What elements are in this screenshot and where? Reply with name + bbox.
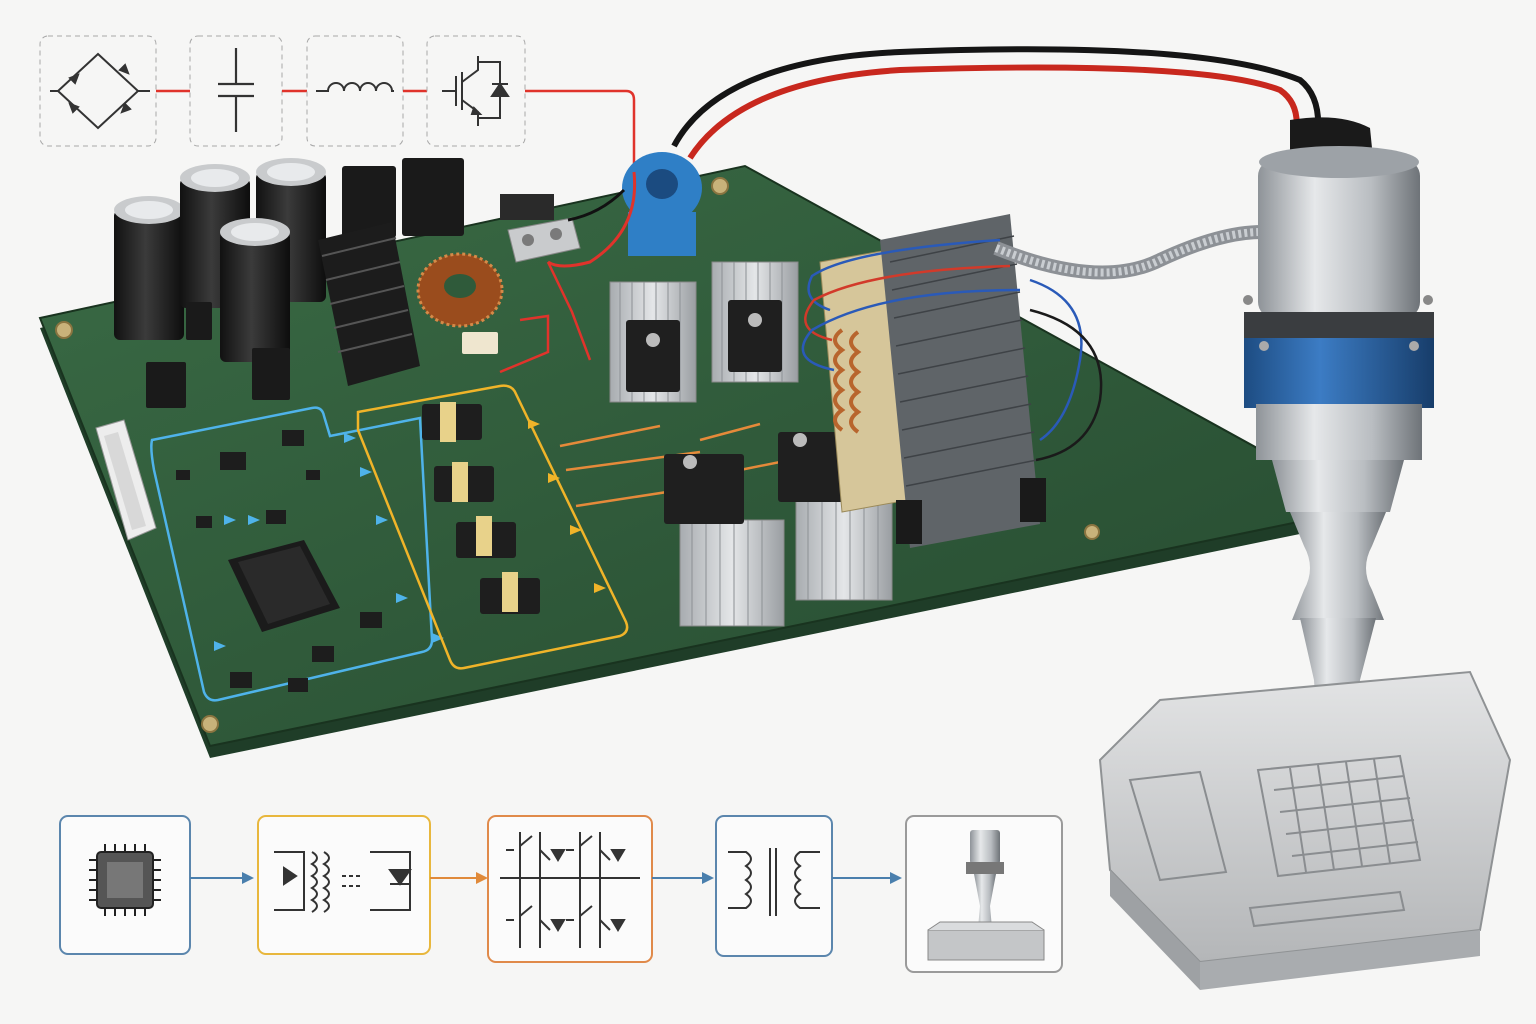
microcontroller-chip (228, 540, 340, 632)
edge-connector (95, 419, 157, 541)
toroid-inductor (416, 252, 504, 354)
input-capacitors (114, 158, 326, 362)
output-cables (671, 46, 1322, 280)
ultrasonic-transducer (1243, 117, 1434, 761)
capacitor-icon (218, 48, 254, 132)
capacitor-block (189, 35, 283, 147)
top-schematic-chain (39, 35, 636, 170)
block-frame-3 (715, 815, 833, 957)
igbt-bridge-block (487, 815, 653, 963)
dc-link-trace (525, 89, 636, 170)
transformer-icon (728, 848, 820, 916)
chain-arrow-3 (832, 872, 902, 884)
gate-driver-zone (356, 384, 629, 670)
inductor-icon (316, 82, 394, 92)
bottom-signal-chain (59, 815, 1063, 973)
microcontroller-icon (89, 844, 161, 916)
gate-driver-isolation-icon (274, 851, 412, 913)
igbt-icon (442, 56, 510, 126)
igbt-block (426, 35, 526, 147)
welder-block (905, 815, 1063, 973)
control-smd-parts (176, 430, 382, 692)
transformer-block (715, 815, 833, 957)
chain-arrow-0 (190, 872, 254, 884)
relay-blocks (146, 158, 464, 408)
igbt-module-2 (711, 261, 799, 383)
gate-driver-stages (422, 402, 540, 614)
workpiece-grid (1256, 754, 1422, 878)
control-signal-arrows (214, 433, 444, 651)
power-terminal (500, 194, 581, 263)
black-heatsink (318, 222, 420, 386)
transformer-winding (833, 328, 862, 434)
driver-signal-arrows (528, 419, 606, 593)
igbt-bridge-icon (500, 832, 640, 948)
ultrasonic-welder-icon (927, 830, 1045, 961)
block-frame-2 (487, 815, 653, 963)
control-zone (150, 406, 444, 702)
igbt-module-3 (664, 454, 785, 627)
gate-driver-block (257, 815, 431, 955)
plastic-workpiece (1098, 670, 1512, 990)
output-transformer (801, 214, 1103, 548)
inductor-block (306, 35, 404, 147)
generator-pcb (38, 152, 1369, 758)
power-path-traces (499, 261, 592, 374)
igbt-module-1 (609, 281, 697, 403)
microcontroller-block (59, 815, 191, 955)
chain-arrow-1 (430, 872, 488, 884)
bridge-rectifier-block (39, 35, 157, 147)
chain-arrow-2 (652, 872, 714, 884)
current-transformer (547, 152, 702, 268)
transformer-leads (801, 238, 1103, 462)
bridge-rectifier-icon (50, 52, 150, 130)
